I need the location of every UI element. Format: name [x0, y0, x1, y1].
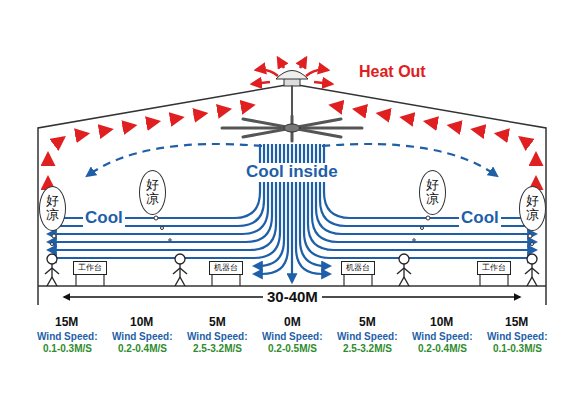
cool-label: Cool	[459, 209, 501, 228]
air-flow-arrow	[324, 144, 536, 218]
wind-speed-value: 0.2-0.5M/S	[268, 343, 317, 354]
ceiling-fan	[222, 86, 362, 141]
people	[45, 254, 539, 286]
heat-flow-arrow	[99, 130, 111, 132]
wind-speed-value: 0.1-0.3M/S	[43, 343, 92, 354]
air-flow	[48, 144, 536, 282]
heat-flow-arrow	[194, 113, 206, 115]
air-flow-arrow	[48, 144, 264, 226]
air-flow-arrow	[48, 144, 272, 242]
air-flow-arrow	[312, 144, 536, 242]
wind-speed-label: Wind Speed:	[112, 331, 172, 342]
wind-speed-label: Wind Speed:	[412, 331, 472, 342]
wind-speed-label: Wind Speed:	[37, 331, 97, 342]
air-flow-arrow	[322, 144, 497, 176]
thought-bubble: 好凉	[419, 170, 446, 215]
heat-flow-arrow	[520, 138, 529, 145]
wind-speed-value: 0.2-0.4M/S	[118, 343, 167, 354]
work-table: 工作台	[73, 261, 107, 275]
heat-flow-arrow	[123, 126, 135, 128]
bubble-text: 好凉	[146, 178, 159, 207]
thought-bubble: 好凉	[139, 170, 166, 215]
air-flow-arrow	[308, 144, 536, 250]
wind-speed-label: Wind Speed:	[487, 331, 547, 342]
air-flow-arrow	[48, 144, 268, 234]
table-label: 机器台	[214, 263, 238, 273]
bubble-text: 好凉	[426, 178, 439, 207]
dimension-label: 30-40M	[263, 289, 322, 306]
heat-flow-arrow	[535, 154, 538, 166]
distance-label: 5M	[209, 316, 226, 329]
air-flow-arrow	[48, 144, 280, 258]
heat-arrows	[252, 58, 332, 84]
distance-label: 10M	[430, 316, 453, 329]
distance-label: 10M	[130, 316, 153, 329]
wind-speed-value: 0.2-0.4M/S	[418, 343, 467, 354]
heat-label: Heat Out	[359, 63, 426, 81]
heat-flow-arrow	[379, 113, 391, 115]
heat-flow-arrow	[170, 117, 182, 119]
wind-speed-value: 2.5-3.2M/S	[193, 343, 242, 354]
distance-label: 0M	[284, 316, 301, 329]
building-outline	[38, 84, 546, 305]
table-label: 机器台	[346, 263, 370, 273]
heat-flow-arrow	[449, 126, 461, 128]
heat-flow-arrow	[146, 122, 158, 124]
heat-flow-arrow	[54, 138, 63, 145]
heat-flow-arrow	[217, 109, 229, 111]
cool-label: Cool	[83, 209, 125, 228]
distance-label: 15M	[55, 316, 78, 329]
table-label: 工作台	[78, 263, 102, 273]
wind-speed-value: 0.1-0.3M/S	[493, 343, 542, 354]
air-flow-arrow	[48, 144, 276, 250]
work-table: 机器台	[209, 261, 243, 275]
table-legs	[76, 274, 508, 286]
heat-flow-arrow	[402, 117, 414, 119]
distance-label: 5M	[359, 316, 376, 329]
work-table: 机器台	[341, 261, 375, 275]
bubble-text: 好凉	[46, 194, 59, 223]
air-flow-arrow	[87, 144, 262, 176]
heat-flow-arrow	[331, 105, 343, 107]
bubble-text: 好凉	[526, 194, 539, 223]
air-flow-arrow	[304, 144, 536, 258]
roof-ventilator	[276, 71, 308, 87]
heat-flow-arrow	[355, 109, 367, 111]
distance-label: 15M	[505, 316, 528, 329]
table-label: 工作台	[482, 263, 506, 273]
cool-inside-label: Cool inside	[243, 163, 341, 182]
heat-flow-arrow	[497, 134, 509, 136]
heat-flow-arrow	[426, 122, 438, 124]
air-flow-arrow	[320, 144, 536, 226]
thought-bubble: 好凉	[519, 186, 546, 231]
wind-speed-label: Wind Speed:	[262, 331, 322, 342]
work-table: 工作台	[477, 261, 511, 275]
wind-speed-label: Wind Speed:	[187, 331, 247, 342]
thought-bubble: 好凉	[39, 186, 66, 231]
air-flow-arrow	[316, 144, 536, 234]
wind-speed-label: Wind Speed:	[337, 331, 397, 342]
air-flow-arrow	[48, 144, 260, 218]
heat-flow-arrow	[473, 130, 485, 132]
heat-flow-arrow	[75, 134, 87, 136]
heat-flow-arrow	[47, 154, 50, 166]
wind-speed-value: 2.5-3.2M/S	[343, 343, 392, 354]
heat-flow-arrow	[241, 105, 253, 107]
